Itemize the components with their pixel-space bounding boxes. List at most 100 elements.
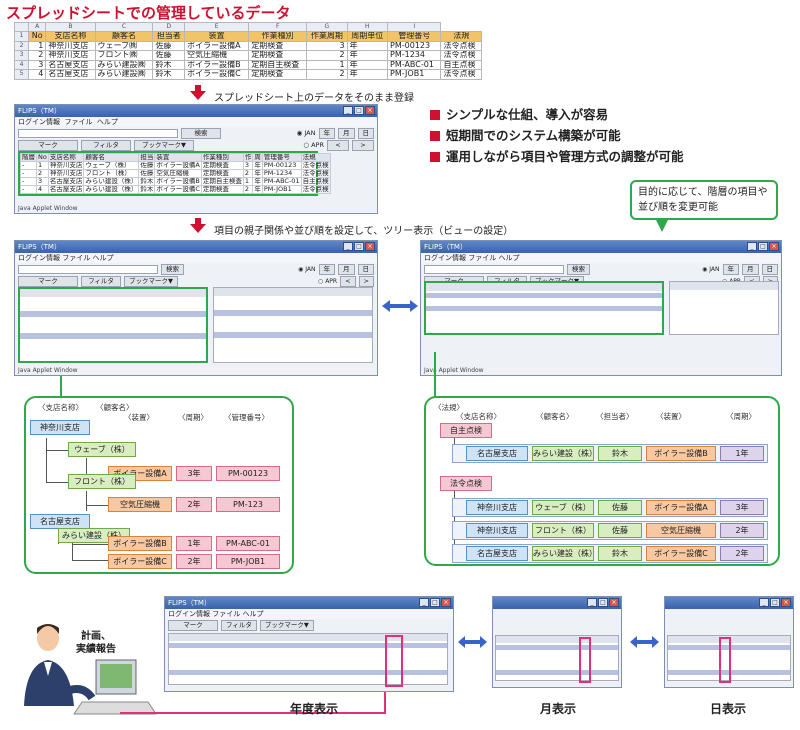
radio-apr[interactable]: ○ APR	[303, 141, 324, 149]
node-cycle-1y[interactable]: 1年	[176, 536, 212, 551]
prev-button[interactable]: <	[327, 139, 349, 151]
radio-jan[interactable]: ◉ JAN	[702, 265, 720, 273]
bookmark-dropdown[interactable]: ブックマーク▼	[134, 139, 194, 151]
minimize-icon[interactable]: _	[747, 242, 757, 251]
maximize-icon[interactable]: □	[770, 598, 780, 607]
maximize-icon[interactable]: □	[430, 598, 440, 607]
year-button[interactable]: 年	[318, 127, 335, 139]
month-button[interactable]: 月	[338, 127, 355, 139]
menu-item-login[interactable]: ログイン情報	[18, 254, 60, 262]
year-button[interactable]: 年	[722, 263, 739, 275]
spreadsheet-cell: 3	[306, 40, 348, 51]
minimize-icon[interactable]: _	[343, 242, 353, 251]
grid-header[interactable]: 作	[242, 153, 254, 162]
node-cycle-2y[interactable]: 2年	[176, 497, 212, 512]
maximize-icon[interactable]: □	[598, 598, 608, 607]
minimize-icon[interactable]: _	[759, 598, 769, 607]
next-button[interactable]: >	[352, 139, 374, 151]
minimize-icon[interactable]: _	[343, 106, 353, 115]
close-icon[interactable]: ×	[781, 598, 791, 607]
grid-header[interactable]: 装置	[154, 153, 202, 162]
grid-header[interactable]: 法規	[300, 153, 331, 162]
menu-item-login[interactable]: ログイン情報	[168, 610, 210, 618]
month-button[interactable]: 月	[338, 263, 355, 275]
mark-button[interactable]: マーク	[18, 275, 78, 287]
radio-jan[interactable]: ◉ JAN	[296, 129, 316, 137]
day-button[interactable]: 日	[761, 263, 778, 275]
menu-item-file[interactable]: ファイル	[64, 118, 93, 126]
bookmark-dropdown[interactable]: ブックマーク▼	[124, 275, 178, 287]
search-button[interactable]: 検索	[161, 263, 184, 275]
node-branch-nagoya[interactable]: 名古屋支店	[30, 514, 90, 529]
prev-button[interactable]: <	[340, 275, 356, 287]
minimize-icon[interactable]: _	[419, 598, 429, 607]
grid-cell: 佐藤	[138, 169, 156, 178]
menu-item-login[interactable]: ログイン情報	[18, 118, 60, 126]
search-button[interactable]: 検索	[567, 263, 590, 275]
node-cycle-2y-b[interactable]: 2年	[176, 554, 212, 569]
close-icon[interactable]: ×	[769, 242, 779, 251]
node-id-pmabc01[interactable]: PM-ABC-01	[216, 536, 280, 551]
search-input[interactable]	[18, 264, 158, 274]
menu-item-file[interactable]: ファイル	[62, 254, 91, 262]
menu-item-login[interactable]: ログイン情報	[424, 254, 466, 262]
radio-jan[interactable]: ◉ JAN	[298, 265, 316, 273]
node-id-pmjob1[interactable]: PM-JOB1	[216, 554, 280, 569]
menu-item-help[interactable]: ヘルプ	[498, 254, 520, 262]
menu-item-file[interactable]: ファイル	[212, 610, 241, 618]
grid-header[interactable]: 支店名称	[47, 153, 85, 162]
close-icon[interactable]: ×	[609, 598, 619, 607]
caption-branch: 〈支店名称〉	[456, 412, 501, 421]
menu-item-help[interactable]: ヘルプ	[96, 118, 118, 126]
highlight-column	[719, 637, 731, 683]
maximize-icon[interactable]: □	[354, 106, 364, 115]
filter-button[interactable]: フィルタ	[81, 275, 121, 287]
minimize-icon[interactable]: _	[587, 598, 597, 607]
day-button[interactable]: 日	[357, 127, 374, 139]
close-icon[interactable]: ×	[441, 598, 451, 607]
close-icon[interactable]: ×	[365, 242, 375, 251]
year-button[interactable]: 年	[318, 263, 335, 275]
grid-header[interactable]: 階層	[20, 153, 37, 162]
mark-button[interactable]: マーク	[168, 619, 218, 631]
grid-header[interactable]: 管理番号	[261, 153, 302, 162]
search-input[interactable]	[424, 264, 564, 274]
node-customer-front[interactable]: フロント（株）	[68, 474, 136, 489]
bookmark-dropdown[interactable]: ブックマーク▼	[259, 619, 314, 631]
node-id-pm123[interactable]: PM-123	[216, 497, 280, 512]
maximize-icon[interactable]: □	[758, 242, 768, 251]
day-button[interactable]: 日	[357, 263, 374, 275]
month-button[interactable]: 月	[742, 263, 759, 275]
grid-header[interactable]: 顧客名	[83, 153, 140, 162]
node-device-boilerB[interactable]: ボイラー設備B	[108, 536, 172, 551]
menu-item-file[interactable]: ファイル	[468, 254, 497, 262]
next-button[interactable]: >	[358, 275, 374, 287]
menu-item-help[interactable]: ヘルプ	[242, 610, 264, 618]
node-customer-wave[interactable]: ウェーブ（株）	[68, 442, 136, 457]
grid-header[interactable]: No	[36, 153, 49, 162]
grid-header[interactable]: 担当	[138, 153, 156, 162]
search-button[interactable]: 検索	[181, 127, 221, 139]
menu-item-help[interactable]: ヘルプ	[92, 254, 114, 262]
filter-button[interactable]: フィルタ	[81, 139, 131, 151]
node-law-self[interactable]: 自主点検	[440, 423, 492, 438]
search-input[interactable]	[18, 128, 178, 138]
filter-button[interactable]: フィルタ	[221, 619, 257, 631]
maximize-icon[interactable]: □	[354, 242, 364, 251]
node-id-pm00123[interactable]: PM-00123	[216, 466, 280, 481]
grid-header[interactable]: 周	[252, 153, 263, 162]
grid-header[interactable]: 作業種別	[200, 153, 244, 162]
node-law-legal[interactable]: 法令点検	[440, 476, 492, 491]
caption-law: 〈法規〉	[434, 403, 464, 412]
node-device-compressor[interactable]: 空気圧縮機	[108, 497, 172, 512]
node-cycle-3y[interactable]: 3年	[176, 466, 212, 481]
node-device-boilerC[interactable]: ボイラー設備C	[108, 554, 172, 569]
mark-button[interactable]: マーク	[18, 139, 78, 151]
close-icon[interactable]: ×	[365, 106, 375, 115]
node-branch-kanagawa[interactable]: 神奈川支店	[30, 420, 90, 435]
radio-apr[interactable]: ○ APR	[318, 277, 338, 285]
